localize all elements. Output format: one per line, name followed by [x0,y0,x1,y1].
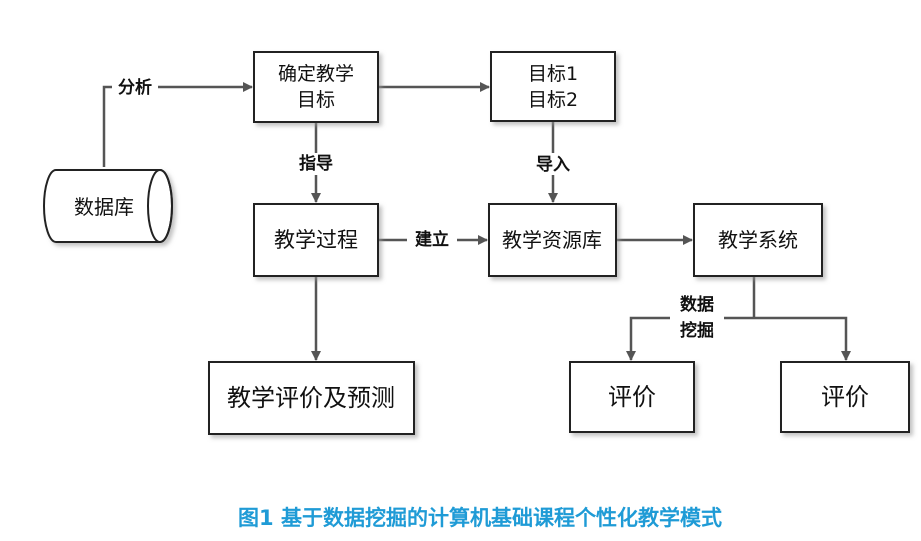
edge-label-mining-line1: 数据 [680,294,714,315]
node-process [253,203,379,277]
figure-caption: 图1 基于数据挖掘的计算机基础课程个性化教学模式 [238,506,722,530]
node-targets-line2: 目标2 [528,89,578,111]
node-system-label: 教学系统 [718,228,798,252]
edge-label-analyze: 分析 [118,77,152,98]
edge-mining-label-bg [670,291,724,343]
node-database-label: 数据库 [74,195,134,219]
node-system [693,203,823,277]
node-goal [253,51,379,123]
edge-guide-label-bg [291,153,341,175]
edge-label-mining-line2: 挖掘 [680,320,714,341]
database-cylinder-end [147,169,173,243]
edge-label-guide: 指导 [299,153,333,174]
node-targets-line1: 目标1 [528,63,578,85]
edge-database-to-goal [102,82,253,167]
edge-analyze-label-bg [112,76,158,98]
node-eval-right [780,361,910,433]
node-resource-label: 教学资源库 [502,228,602,252]
edge-label-import: 导入 [536,155,570,175]
node-targets [490,51,616,122]
edge-build-label-bg [407,229,457,251]
node-evaluate-predict [208,361,415,435]
node-goal-line2: 目标 [297,89,335,111]
edge-import-label-bg [528,153,578,175]
node-eval-left-label: 评价 [608,383,656,411]
edge-system-to-eval-right [754,316,851,361]
node-database [43,169,173,243]
node-eval-left [569,361,695,433]
node-process-label: 教学过程 [274,228,358,252]
edge-label-build: 建立 [415,229,449,250]
node-evaluate-predict-label: 教学评价及预测 [227,384,395,412]
node-resource [488,203,617,277]
node-goal-line1: 确定教学 [278,63,354,85]
node-eval-right-label: 评价 [821,383,869,411]
